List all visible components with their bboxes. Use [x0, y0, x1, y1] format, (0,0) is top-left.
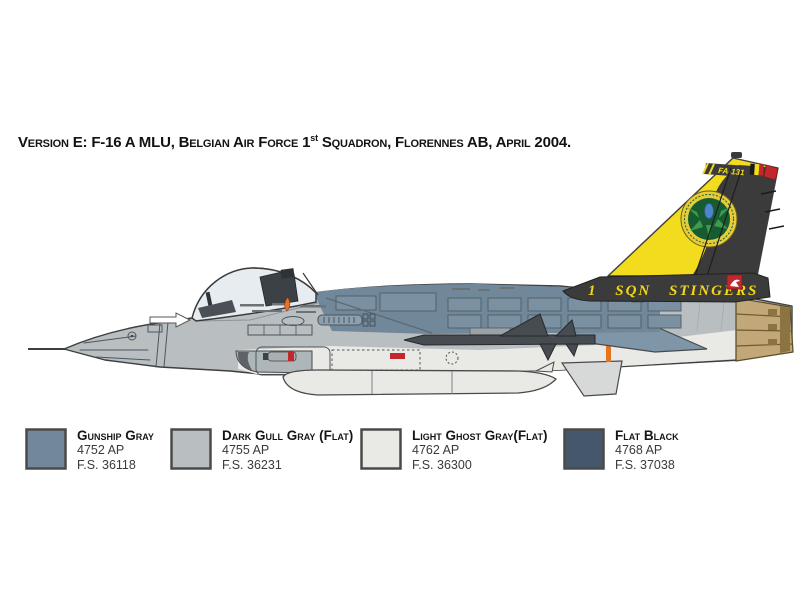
paint-fs-number: F.S. 36231: [222, 458, 282, 472]
hud-frame: [205, 291, 213, 308]
paint-fs-number: F.S. 36300: [412, 458, 472, 472]
rudder-tip-red: [763, 164, 779, 181]
ventral-fin: [560, 360, 623, 397]
legend-label: Gunship Gray 4752 AP F.S. 36118: [77, 428, 154, 473]
swatch-rect: [360, 428, 402, 470]
legend-label: Light Ghost Gray(Flat) 4762 AP F.S. 3630…: [412, 428, 548, 473]
paint-code: 4752 AP: [77, 443, 125, 457]
paint-legend: Gunship Gray 4752 AP F.S. 36118 Dark Gul…: [0, 428, 800, 488]
stencil-markings: [240, 287, 514, 313]
legend-item-dark-gull-gray: Dark Gull Gray (Flat) 4755 AP F.S. 36231: [170, 428, 353, 473]
paint-code: 4768 AP: [615, 443, 663, 457]
swatch-rect: [170, 428, 212, 470]
color-swatch: [360, 428, 402, 470]
lerx-line: [197, 302, 319, 322]
paint-code: 4755 AP: [222, 443, 270, 457]
glare-shield: [198, 300, 236, 318]
wing-leading-edge: [325, 297, 433, 334]
version-title-prefix: Version E: F-16 A MLU, Belgian Air Force…: [18, 134, 311, 151]
nose-access-panel: [147, 324, 163, 333]
legend-item-gunship-gray: Gunship Gray 4752 AP F.S. 36118: [25, 428, 154, 473]
intake-lip-shadow: [237, 352, 252, 370]
engine-nozzle: [735, 297, 794, 362]
swatch-rect: [25, 428, 67, 470]
version-title-suffix: Squadron, Florennes AB, April 2004.: [317, 134, 571, 151]
paint-name: Dark Gull Gray (Flat): [222, 428, 354, 443]
vent-grille: [317, 314, 363, 326]
seat-headrest: [280, 268, 295, 279]
fuel-tank: [282, 361, 558, 396]
tail-band-panel: [562, 272, 771, 303]
dashed-circle-marking: [445, 351, 459, 365]
red-stencil: [390, 353, 405, 359]
chin-store: [263, 351, 297, 362]
aoa-vane-dot: [130, 334, 134, 338]
legend-label: Flat Black 4768 AP F.S. 37038: [615, 428, 679, 473]
fin-antenna-tab: [731, 152, 742, 158]
tail-fin: FA-131: [607, 152, 785, 277]
rudder-hinge-lines: [694, 167, 742, 277]
missile: [403, 313, 596, 362]
static-dischargers: [760, 190, 785, 230]
belgian-flag: [749, 163, 764, 176]
paint-fs-number: F.S. 37038: [615, 458, 675, 472]
oval-marking: [281, 316, 305, 326]
legend-item-flat-black: Flat Black 4768 AP F.S. 37038: [563, 428, 679, 473]
white-arrow-marking: [149, 312, 192, 328]
swatch-rect: [563, 428, 605, 470]
paint-name: Light Ghost Gray(Flat): [412, 428, 548, 443]
cross-panel-marking: [362, 313, 376, 327]
badge-leaves: [688, 207, 730, 238]
color-swatch: [563, 428, 605, 470]
orange-stripe-marking: [606, 337, 611, 362]
aoa-vane: [127, 331, 137, 341]
aft-panel-lines: [696, 302, 725, 332]
color-swatch: [25, 428, 67, 470]
tail-band: 1 SQN STINGERS: [562, 272, 771, 303]
tail-band-text: 1 SQN STINGERS: [588, 283, 758, 299]
color-swatch: [170, 428, 212, 470]
badge-thistle: [704, 203, 714, 219]
leading-edge-stripes: [702, 162, 715, 176]
tail-code: FA-131: [718, 166, 745, 177]
red-swift-emblem: [726, 274, 743, 290]
ordinal-superscript: st: [310, 133, 318, 143]
legend-item-light-ghost-gray: Light Ghost Gray(Flat) 4762 AP F.S. 3630…: [360, 428, 548, 473]
flame-emblem: [284, 297, 291, 312]
paint-code: 4762 AP: [412, 443, 460, 457]
canopy-frame: [302, 272, 319, 296]
paint-name: Gunship Gray: [77, 428, 154, 443]
paint-name: Flat Black: [615, 428, 679, 443]
paint-fs-number: F.S. 36118: [77, 458, 136, 472]
radome-panel-lines: [79, 321, 169, 368]
version-title: Version E: F-16 A MLU, Belgian Air Force…: [18, 133, 778, 151]
f16-profile-illustration: FA-131 1 SQN STINGERS: [28, 152, 794, 397]
rescue-panel: [247, 324, 313, 336]
squadron-badge: [680, 190, 738, 248]
legend-label: Dark Gull Gray (Flat) 4755 AP F.S. 36231: [222, 428, 353, 473]
